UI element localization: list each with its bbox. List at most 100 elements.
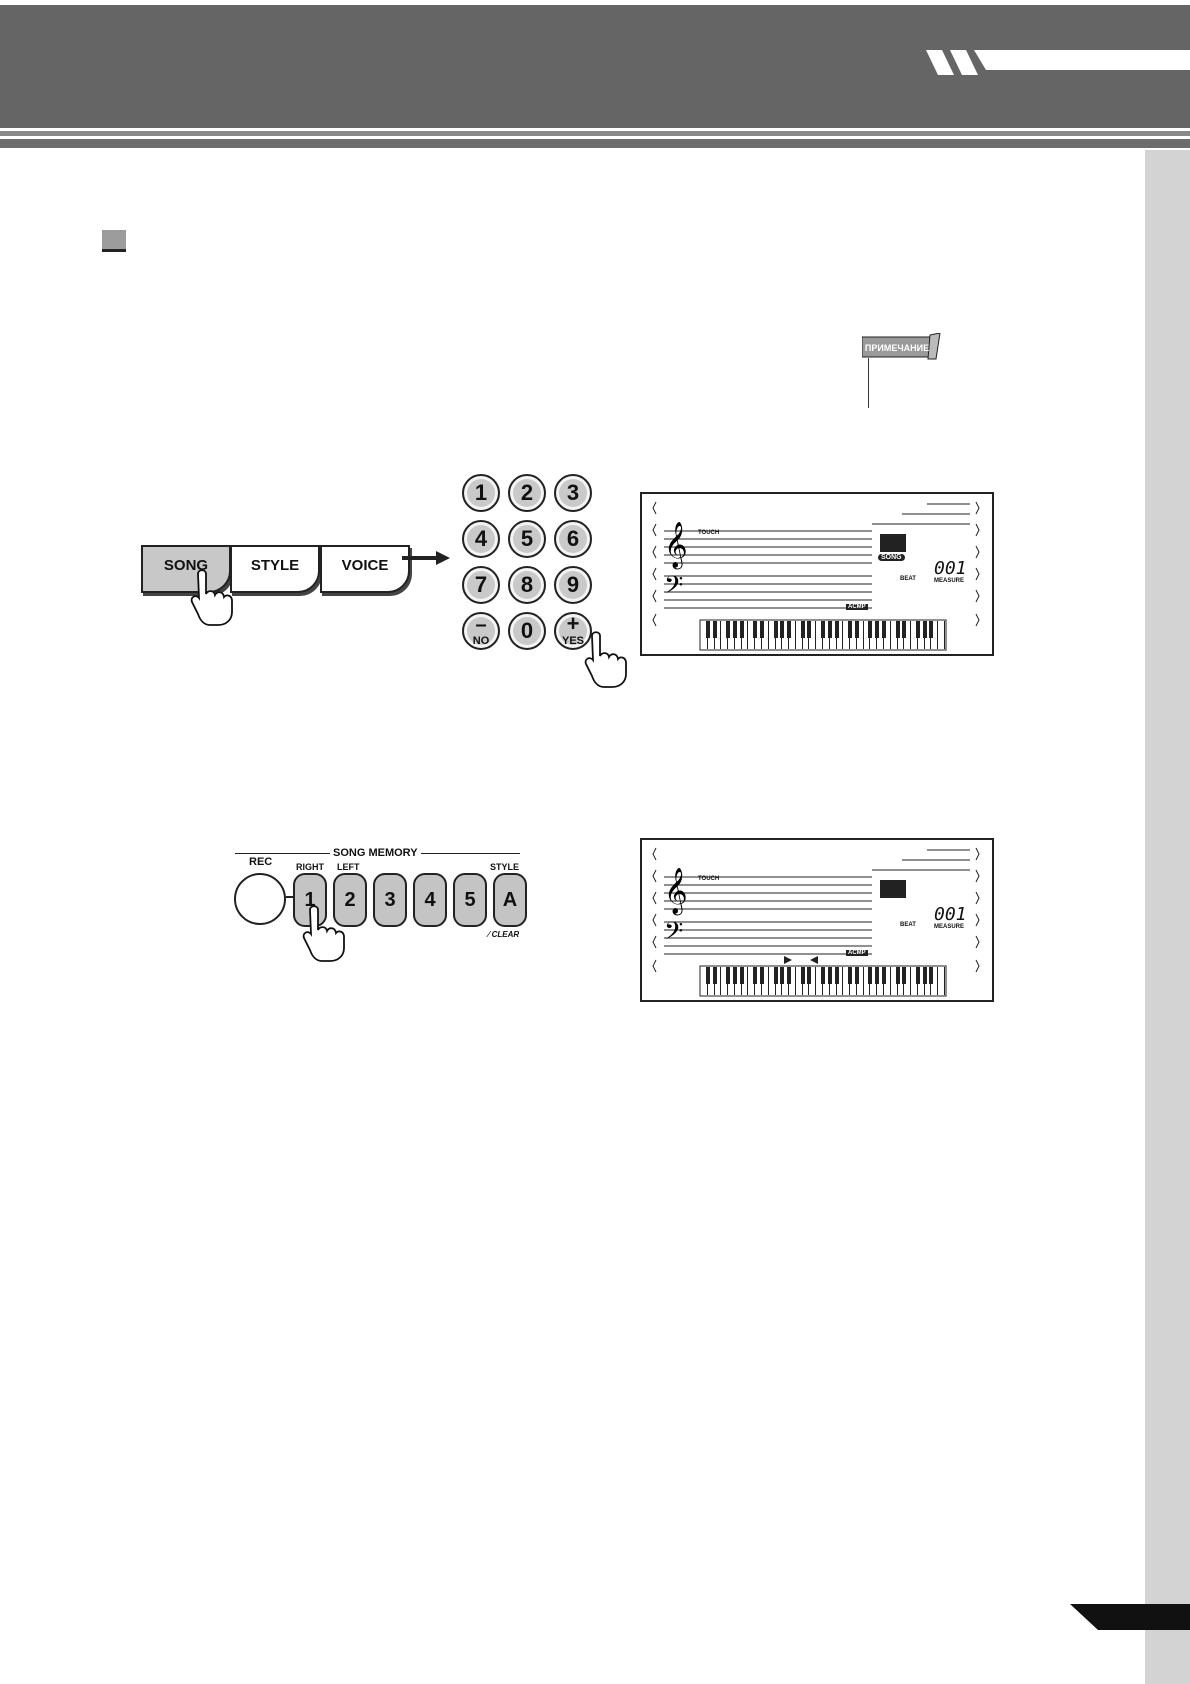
number-key-9[interactable]: 9 — [554, 566, 592, 604]
song-memory-title: SONG MEMORY — [330, 847, 421, 859]
number-key-0[interactable]: 0 — [508, 612, 546, 650]
white-key — [904, 967, 912, 995]
black-key — [759, 621, 765, 638]
number-key-2[interactable]: 2 — [508, 474, 546, 512]
song-memory-track-2-button[interactable]: 2 — [333, 873, 367, 927]
black-key — [732, 621, 737, 638]
white-key — [857, 967, 864, 995]
touch-label: TOUCH — [698, 876, 720, 882]
number-key-7[interactable]: 7 — [462, 566, 500, 604]
white-key — [837, 967, 844, 995]
black-key — [827, 621, 832, 638]
black-key — [787, 967, 792, 984]
white-key — [762, 621, 769, 649]
black-key — [807, 621, 812, 638]
style-button[interactable]: STYLE — [230, 545, 320, 593]
black-key — [834, 967, 839, 984]
white-key — [742, 967, 749, 995]
lcd-display-song-memory: 𝄞 𝄢 TOUCH BEAT 001 MEASURE ACMP — [640, 838, 994, 1002]
note-label: ПРИМЕЧАНИЕ — [865, 343, 929, 353]
white-key — [789, 967, 796, 995]
black-key — [773, 621, 778, 638]
black-key — [881, 621, 887, 638]
song-memory-track-4-button[interactable]: 4 — [413, 873, 447, 927]
black-key — [834, 621, 839, 638]
white-key — [884, 967, 891, 995]
black-key — [773, 967, 778, 984]
left-label: LEFT — [337, 862, 360, 872]
rec-connector — [286, 896, 296, 898]
black-key — [780, 621, 785, 638]
number-key-4[interactable]: 4 — [462, 520, 500, 558]
black-key — [915, 621, 920, 638]
beat-label: BEAT — [900, 922, 916, 928]
measure-value: 001 — [934, 558, 967, 579]
song-memory-track-5-button[interactable]: 5 — [453, 873, 487, 927]
song-memory-track-1-button[interactable]: 1 — [293, 873, 327, 927]
page-number-tab — [1070, 1604, 1190, 1630]
number-key-1[interactable]: 1 — [462, 474, 500, 512]
black-key — [922, 621, 927, 638]
beat-label: BEAT — [900, 576, 916, 582]
black-key — [807, 967, 812, 984]
black-key — [895, 967, 900, 984]
svg-text:𝄢: 𝄢 — [664, 917, 683, 952]
note-tag-icon: ПРИМЕЧАНИЕ — [862, 333, 941, 360]
white-key — [809, 967, 817, 995]
rec-button[interactable] — [234, 873, 286, 925]
svg-text:𝄞: 𝄞 — [664, 868, 688, 916]
number-key-6[interactable]: 6 — [554, 520, 592, 558]
black-key — [875, 621, 880, 638]
right-label: RIGHT — [296, 862, 324, 872]
black-key — [753, 621, 758, 638]
song-memory-track-a-button[interactable]: A — [493, 873, 527, 927]
black-key — [739, 967, 744, 984]
voice-button-label: VOICE — [341, 557, 389, 574]
black-key — [848, 967, 853, 984]
black-key — [895, 621, 900, 638]
white-key — [857, 621, 864, 649]
black-key — [827, 967, 832, 984]
black-key — [922, 967, 927, 984]
pointing-hand-icon — [190, 569, 233, 626]
side-bar — [1145, 150, 1190, 1684]
white-key — [715, 621, 722, 649]
lcd-display-song-select: 𝄞 𝄢 TOUCH SONG BEAT 001 MEASURE ACMP — [640, 492, 994, 656]
touch-label: TOUCH — [698, 530, 720, 536]
song-button-label: SONG — [163, 557, 209, 574]
keyboard-keys — [701, 621, 945, 649]
voice-button[interactable]: VOICE — [320, 545, 410, 593]
header-rule — [0, 131, 1190, 136]
black-key — [712, 621, 717, 638]
acmp-label: ACMP — [846, 604, 868, 610]
black-key — [705, 621, 710, 638]
white-key — [884, 621, 891, 649]
pointing-hand-icon — [584, 631, 627, 688]
note-leader-line — [868, 358, 869, 408]
white-key — [809, 621, 817, 649]
black-key — [881, 967, 887, 984]
number-key-8[interactable]: 8 — [508, 566, 546, 604]
svg-text:𝄢: 𝄢 — [664, 571, 683, 606]
black-key — [929, 967, 934, 984]
yes-plus-key[interactable]: + YES — [554, 611, 592, 650]
clear-label: ⁄ CLEAR — [488, 930, 520, 939]
white-key — [931, 621, 939, 649]
number-key-3[interactable]: 3 — [554, 474, 592, 512]
black-key — [875, 967, 880, 984]
arrow-right-icon — [402, 551, 450, 565]
black-key — [820, 967, 826, 984]
svg-text:𝄞: 𝄞 — [664, 522, 688, 570]
acmp-label: ACMP — [846, 950, 868, 956]
number-key-5[interactable]: 5 — [508, 520, 546, 558]
white-key — [789, 621, 796, 649]
no-minus-key[interactable]: – NO — [462, 612, 500, 650]
style-button-label: STYLE — [250, 557, 300, 574]
black-key — [780, 967, 785, 984]
song-memory-track-3-button[interactable]: 3 — [373, 873, 407, 927]
black-key — [854, 621, 859, 638]
song-button[interactable]: SONG — [141, 545, 231, 593]
rec-label: REC — [249, 856, 273, 868]
black-key — [915, 967, 920, 984]
header-rule-thick — [0, 139, 1190, 148]
